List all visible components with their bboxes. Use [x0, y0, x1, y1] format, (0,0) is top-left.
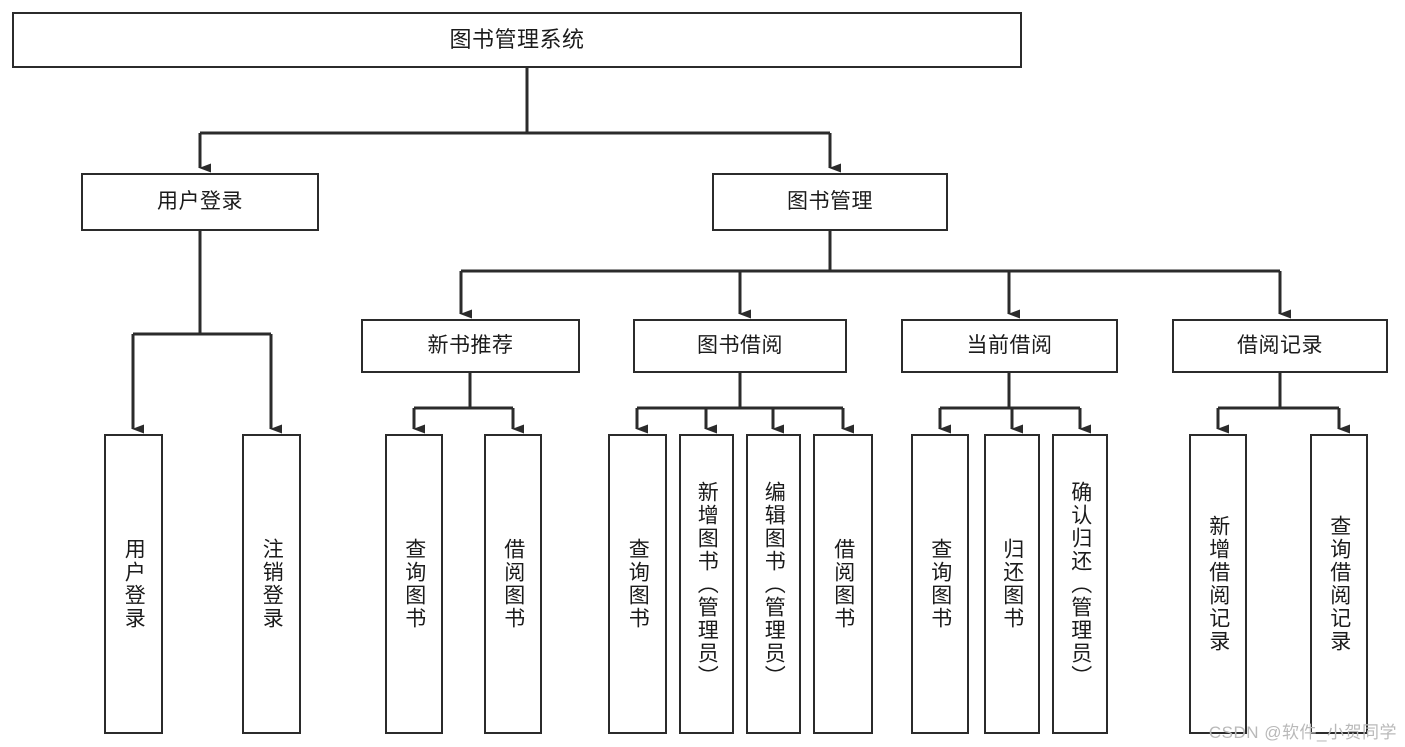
leaf-borrow-book-recommend[interactable]: 借阅图书	[484, 434, 542, 734]
leaf-return-book[interactable]: 归还图书	[984, 434, 1040, 734]
leaf-add-borrow-record[interactable]: 新增借阅记录	[1189, 434, 1247, 734]
leaf-add-book[interactable]: 新增图书（管理员）	[679, 434, 734, 734]
leaf-borrow-book[interactable]: 借阅图书	[813, 434, 873, 734]
leaf-add-book-label: 新增图书（管理员）	[695, 480, 719, 688]
node-book-manage-label: 图书管理	[787, 189, 873, 213]
node-current-borrow-label: 当前借阅	[966, 333, 1053, 357]
node-new-book-recommend-label: 新书推荐	[427, 333, 514, 357]
leaf-edit-book[interactable]: 编辑图书（管理员）	[746, 434, 801, 734]
leaf-user-login-label: 用户登录	[122, 538, 146, 630]
node-book-borrow-label: 图书借阅	[697, 333, 783, 357]
leaf-logout-label: 注销登录	[260, 538, 284, 630]
node-book-manage[interactable]: 图书管理	[712, 173, 948, 231]
leaf-edit-book-label: 编辑图书（管理员）	[762, 480, 786, 688]
node-root[interactable]: 图书管理系统	[12, 12, 1022, 68]
node-borrow-record[interactable]: 借阅记录	[1172, 319, 1388, 373]
leaf-query-book-current-label: 查询图书	[928, 538, 952, 630]
node-borrow-record-label: 借阅记录	[1237, 333, 1323, 357]
leaf-query-book-current[interactable]: 查询图书	[911, 434, 969, 734]
node-root-label: 图书管理系统	[449, 27, 585, 53]
leaf-confirm-return[interactable]: 确认归还（管理员）	[1052, 434, 1108, 734]
leaf-query-book-borrow-label: 查询图书	[626, 538, 650, 630]
leaf-query-book-borrow[interactable]: 查询图书	[608, 434, 667, 734]
node-user-login-label: 用户登录	[157, 189, 243, 213]
leaf-user-login[interactable]: 用户登录	[104, 434, 163, 734]
leaf-query-borrow-record[interactable]: 查询借阅记录	[1310, 434, 1368, 734]
watermark: CSDN @软件_小贺同学	[1208, 723, 1397, 742]
leaf-confirm-return-label: 确认归还（管理员）	[1068, 480, 1092, 688]
leaf-query-borrow-record-label: 查询借阅记录	[1327, 515, 1351, 653]
leaf-borrow-book-recommend-label: 借阅图书	[501, 538, 525, 630]
leaf-logout[interactable]: 注销登录	[242, 434, 301, 734]
node-new-book-recommend[interactable]: 新书推荐	[361, 319, 580, 373]
leaf-borrow-book-label: 借阅图书	[831, 538, 855, 630]
node-user-login[interactable]: 用户登录	[81, 173, 319, 231]
node-book-borrow[interactable]: 图书借阅	[633, 319, 847, 373]
leaf-return-book-label: 归还图书	[1000, 538, 1024, 630]
leaf-add-borrow-record-label: 新增借阅记录	[1206, 515, 1230, 653]
leaf-query-book-recommend-label: 查询图书	[402, 538, 426, 630]
node-current-borrow[interactable]: 当前借阅	[901, 319, 1118, 373]
leaf-query-book-recommend[interactable]: 查询图书	[385, 434, 443, 734]
